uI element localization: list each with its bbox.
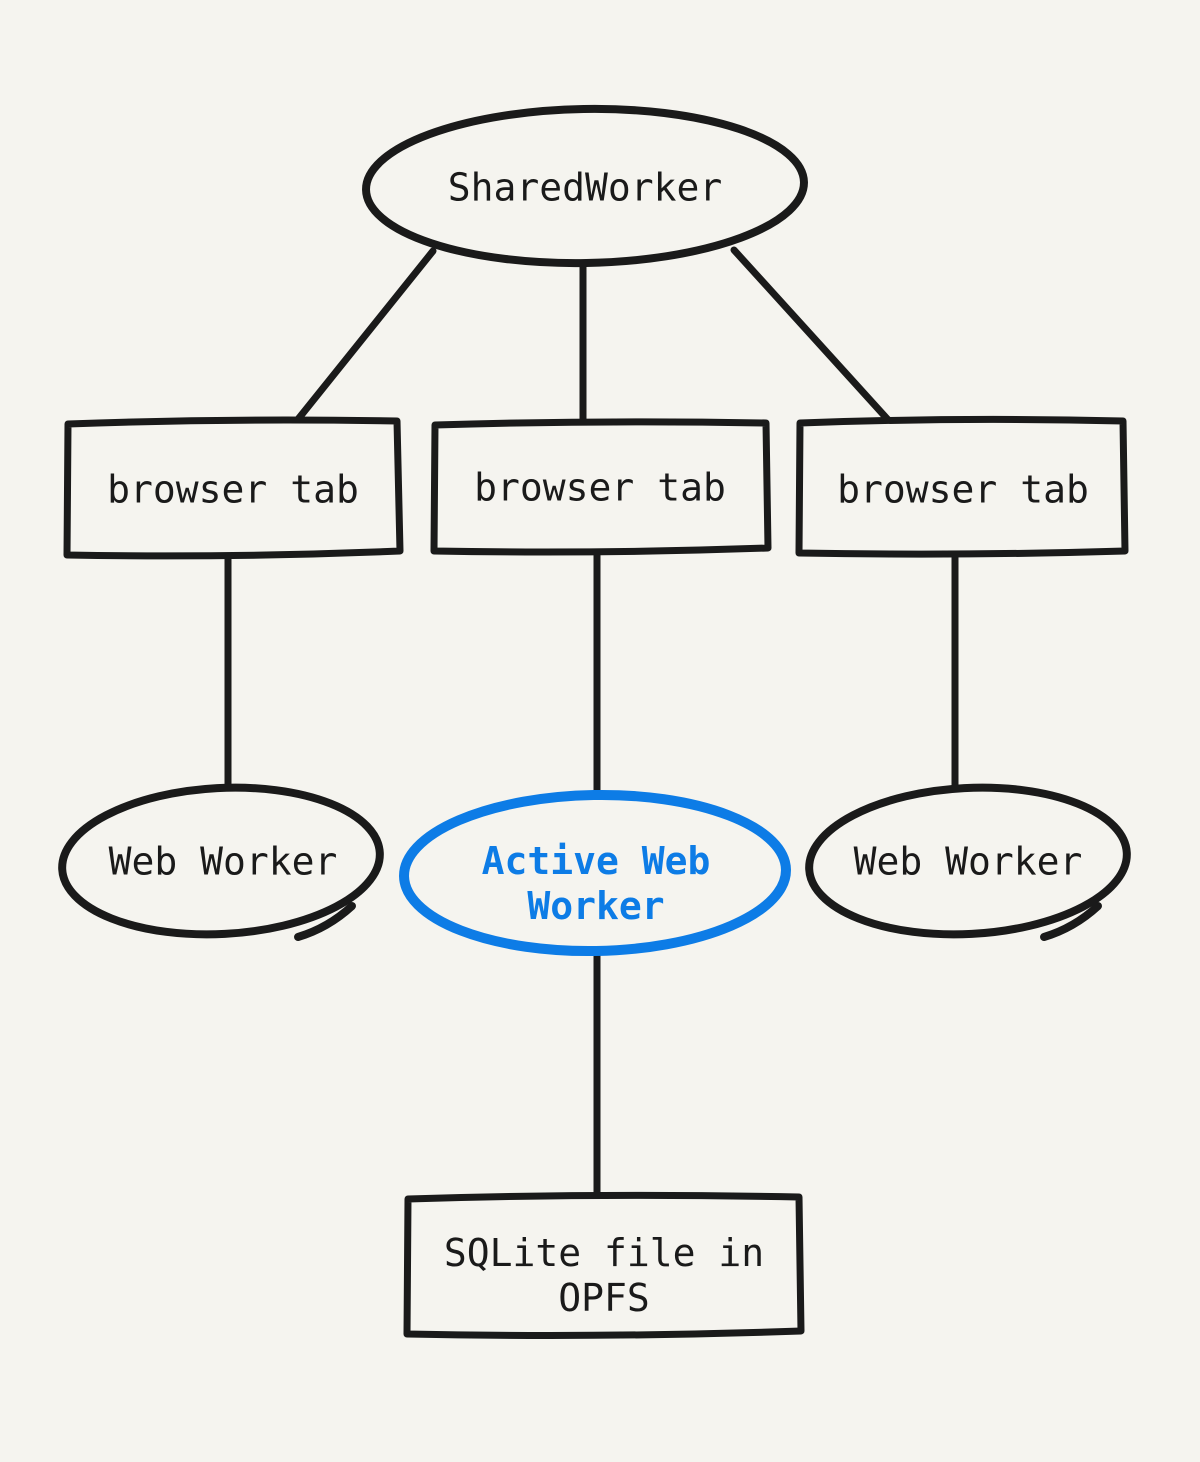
sqlite-file-label: SQLite file in OPFS <box>444 1231 764 1321</box>
web-worker-right-label: Web Worker <box>853 839 1083 884</box>
web-worker-left-pen-tail <box>294 902 356 941</box>
browser-tab-center-node <box>430 418 772 556</box>
active-web-worker-node <box>399 789 791 957</box>
browser-tab-right-label: browser tab <box>837 467 1089 512</box>
active-web-worker-label-line2: Worker <box>527 884 665 928</box>
browser-tab-center-label: browser tab <box>474 465 726 510</box>
sqlite-file-node <box>403 1191 805 1339</box>
browser-tab-right-node <box>795 415 1129 558</box>
active-web-worker-label: Active Web Worker <box>482 839 711 929</box>
shared-worker-label: SharedWorker <box>447 165 723 210</box>
sqlite-file-label-line1: SQLite file in <box>443 1231 765 1275</box>
browser-tab-left-node <box>63 416 404 560</box>
web-worker-right-node <box>805 783 1131 939</box>
sqlite-file-label-line2: OPFS <box>558 1276 650 1320</box>
active-web-worker-label-line1: Active Web <box>481 839 711 883</box>
browser-tab-left-label: browser tab <box>107 467 359 512</box>
web-worker-left-node <box>58 783 384 939</box>
web-worker-left-label: Web Worker <box>108 839 338 884</box>
web-worker-right-pen-tail <box>1040 902 1102 941</box>
edge-sharedworker-to-tab-right <box>730 246 895 427</box>
edge-sharedworker-to-tab-left <box>291 247 437 427</box>
shared-worker-node <box>362 104 808 268</box>
